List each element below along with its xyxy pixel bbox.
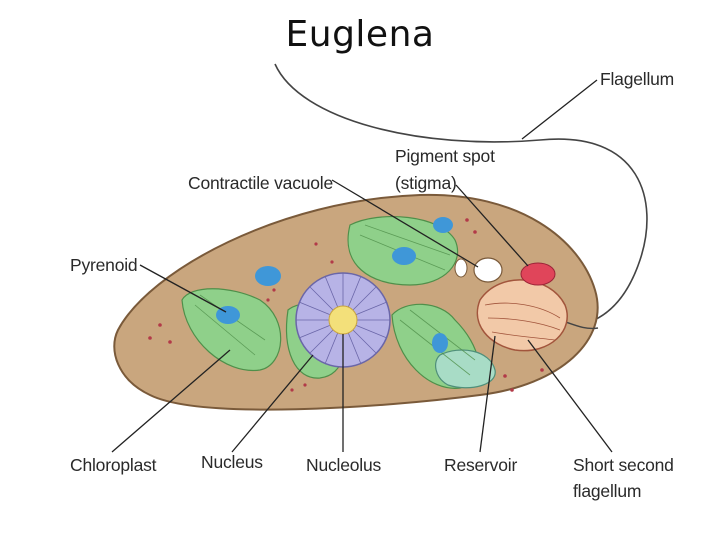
leader-pigment-spot bbox=[455, 184, 529, 267]
leader-reservoir bbox=[479, 335, 496, 453]
pyrenoid bbox=[392, 247, 416, 265]
label-pyrenoid: Pyrenoid bbox=[70, 255, 137, 275]
label-nucleus: Nucleus bbox=[201, 452, 263, 472]
nucleus bbox=[295, 272, 391, 368]
leader-short-second-flagellum bbox=[527, 339, 613, 453]
granules bbox=[148, 218, 544, 392]
label-nucleolus: Nucleolus bbox=[306, 455, 381, 475]
pyrenoid bbox=[432, 333, 448, 353]
label-short-second-flagellum-line2: flagellum bbox=[573, 481, 641, 501]
label-chloroplast: Chloroplast bbox=[70, 455, 157, 475]
pyrenoid bbox=[433, 217, 453, 233]
contractile-vacuole bbox=[473, 257, 503, 283]
leader-chloroplast bbox=[111, 349, 231, 453]
label-reservoir: Reservoir bbox=[444, 455, 517, 475]
pyrenoid bbox=[255, 266, 281, 286]
flagellum bbox=[274, 63, 648, 327]
label-pigment-spot: Pigment spot bbox=[395, 146, 495, 166]
leader-contractile-vacuole bbox=[331, 179, 479, 268]
chloroplast bbox=[181, 288, 282, 372]
nucleolus bbox=[328, 305, 358, 335]
label-pigment-spot-stigma: (stigma) bbox=[395, 173, 457, 193]
label-flagellum: Flagellum bbox=[600, 69, 674, 89]
leader-nucleus bbox=[231, 354, 314, 453]
contractile-vacuole-small bbox=[454, 258, 468, 278]
label-contractile-vacuole: Contractile vacuole bbox=[188, 173, 333, 193]
label-short-second-flagellum: Short second bbox=[573, 455, 674, 475]
leader-flagellum bbox=[521, 79, 598, 140]
leader-pyrenoid bbox=[139, 264, 227, 313]
slide-title: Euglena bbox=[285, 14, 435, 55]
stigma bbox=[520, 262, 556, 286]
